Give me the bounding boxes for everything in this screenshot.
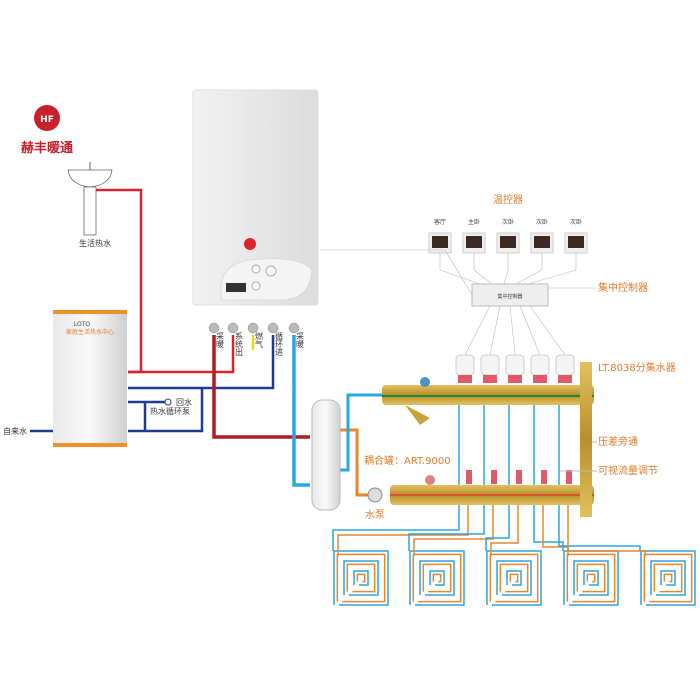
flow-meter — [566, 470, 572, 484]
floor-loop — [485, 505, 542, 606]
floor-loop — [332, 505, 469, 606]
port-label-heating-supply: 采暖 — [216, 331, 225, 349]
manifold-return-pipe — [340, 393, 385, 472]
brand-logo: HF 赫丰暖通 — [21, 105, 73, 156]
circulation-in-pipe — [128, 335, 275, 390]
logo-icon — [34, 105, 60, 131]
circ-pump-label: 热水循环泵 — [150, 406, 190, 416]
floor-loop — [408, 505, 494, 606]
loop-spiral — [412, 553, 462, 603]
thermostat-screen — [568, 236, 584, 248]
actuator-base — [533, 375, 547, 383]
boiler-knob-bottom[interactable] — [251, 281, 261, 291]
actuator — [480, 354, 500, 376]
loop-spiral — [409, 550, 465, 606]
flow-meter — [491, 470, 497, 484]
actuator — [530, 354, 550, 376]
hot-water-tank: LOTO 家庭生活热水中心 — [53, 310, 127, 447]
thermostat-screen — [500, 236, 516, 248]
thermostat-screen — [466, 236, 482, 248]
loop-return-pipe — [490, 505, 519, 556]
port-label-system-out: 系统出 — [235, 331, 244, 357]
loop-spiral — [333, 550, 389, 606]
room-label: 次卧 — [570, 218, 582, 226]
logo-mark: HF — [40, 115, 54, 125]
tap-water-label: 自来水 — [3, 426, 27, 436]
manifold-bypass — [580, 362, 592, 517]
boiler — [192, 89, 319, 306]
loop-spiral — [336, 553, 386, 603]
room-label: 主卧 — [468, 218, 480, 226]
actuator-base — [508, 375, 522, 383]
pump-icon — [367, 487, 383, 503]
brand-name: 赫丰暖通 — [21, 140, 73, 156]
port-label-gas: 燃气 — [255, 331, 264, 348]
loop-spiral — [643, 553, 693, 603]
thermostat-screen — [534, 236, 550, 248]
coupling-tank — [311, 399, 341, 511]
loop-return-pipe — [413, 505, 494, 556]
floor-heating-loops — [332, 505, 696, 606]
heating-supply-pipe — [212, 335, 310, 439]
heating-return-pipe — [292, 335, 310, 487]
flow-meter — [541, 470, 547, 484]
flow-label: 可视流量调节 — [598, 464, 658, 477]
loop-return-pipe — [567, 505, 646, 556]
bypass-label: 压差旁通 — [598, 435, 638, 448]
sink-label: 生活热水 — [79, 238, 111, 248]
flow-meter — [466, 470, 472, 484]
tank-brand: LOTO — [74, 321, 91, 328]
circulation-pump-icon — [164, 398, 172, 406]
bottom-valve-handle[interactable] — [425, 475, 435, 485]
loop-spiral — [563, 550, 619, 606]
loop-spiral — [486, 550, 542, 606]
thermostat-screen — [432, 236, 448, 248]
thermostats-title: 温控器 — [493, 193, 523, 206]
pressure-gauge-icon — [265, 265, 277, 277]
loop-spiral — [489, 553, 539, 603]
manifold-label: LT.8038分集水器 — [598, 361, 676, 374]
actuator — [455, 354, 475, 376]
loop-return-pipe — [542, 505, 569, 556]
controller-box-text: 集中控制器 — [497, 293, 522, 300]
room-label: 客厅 — [434, 218, 446, 226]
room-label: 次卧 — [502, 218, 514, 226]
floor-loop — [558, 505, 696, 606]
loop-spiral — [566, 553, 616, 603]
tank-title: 家庭生活热水中心 — [66, 328, 114, 336]
loop-feed-pipe — [558, 505, 641, 551]
loop-spiral — [640, 550, 696, 606]
system-out-pipe — [128, 335, 235, 374]
loop-feed-pipe — [485, 505, 510, 551]
recirc-pipe — [128, 388, 204, 433]
port-label-heating-return: 采暖 — [296, 331, 305, 349]
actuator-base — [558, 375, 572, 383]
boiler-ports: 采暖 系统出 燃气 循环进 采暖 — [208, 322, 305, 357]
pump-label: 水泵 — [365, 509, 385, 521]
manifold — [382, 354, 594, 517]
loop-feed-pipe — [408, 505, 485, 551]
boiler-knob-top[interactable] — [251, 264, 261, 274]
controller-label: 集中控制器 — [598, 281, 648, 294]
actuator — [555, 354, 575, 376]
loop-return-pipe — [337, 505, 469, 556]
boiler-logo-icon — [244, 238, 256, 250]
loop-feed-pipe — [332, 505, 460, 551]
floor-loop — [533, 505, 619, 606]
actuator-base — [483, 375, 497, 383]
room-label: 次卧 — [536, 218, 548, 226]
flow-meter — [516, 470, 522, 484]
actuator — [505, 354, 525, 376]
sink: 生活热水 — [67, 162, 113, 248]
thermostat-group: 客厅 主卧 次卧 次卧 次卧 — [428, 218, 588, 285]
return-water-label: 回水 — [176, 397, 192, 407]
port-label-circ-in: 循环进 — [275, 331, 284, 357]
top-valve-handle[interactable] — [420, 377, 430, 387]
actuator-base — [458, 375, 472, 383]
boiler-display — [226, 283, 246, 292]
coupling-label: 耦合罐：ART.9000 — [364, 454, 451, 467]
